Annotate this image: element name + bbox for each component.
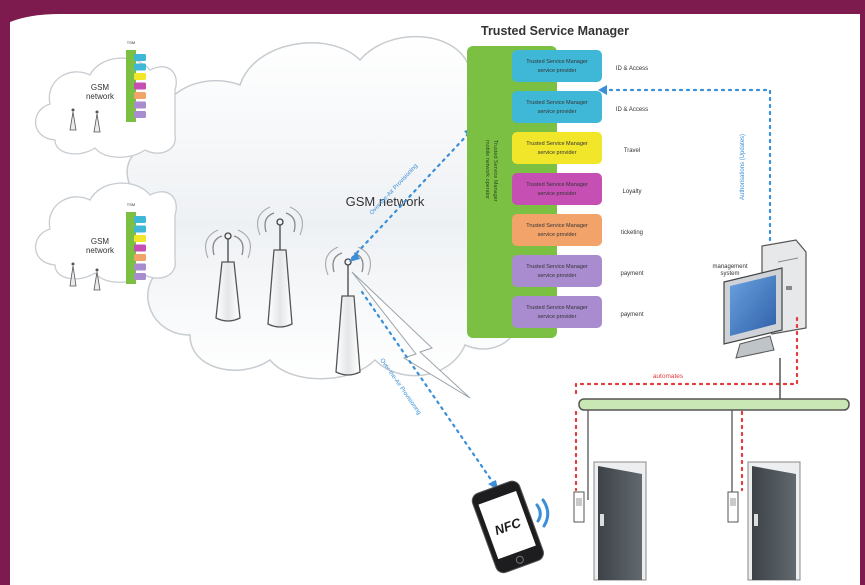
service-label: Travel xyxy=(624,148,640,154)
service-provider-row: Trusted Service Manager service provider t… xyxy=(512,214,643,246)
service-provider-line-2: service provider xyxy=(538,314,577,320)
service-label: ID & Access xyxy=(616,66,648,72)
small-tsm-slot xyxy=(134,92,146,99)
service-label: Loyalty xyxy=(622,189,641,195)
service-provider-line-1: Trusted Service Manager xyxy=(526,264,588,270)
network-bus-bar xyxy=(578,398,850,411)
cell-tower-icon xyxy=(205,229,251,322)
service-provider-line-2: service provider xyxy=(538,232,577,238)
small-tsm-slot xyxy=(134,235,146,242)
service-provider-row: Trusted Service Manager service provider T… xyxy=(512,132,640,164)
small-gsm-mid-label-2: network xyxy=(86,246,115,255)
small-gsm-mid-label-1: GSM xyxy=(91,237,110,246)
service-provider-row: Trusted Service Manager service provider L… xyxy=(512,173,642,205)
service-provider-line-2: service provider xyxy=(538,109,577,115)
mgmt-link: Authorisations (Updates) xyxy=(598,85,772,242)
nfc-waves-icon xyxy=(535,498,550,528)
service-provider-row: Trusted Service Manager service provider p… xyxy=(512,255,644,287)
small-tsm-mid-label: TSM xyxy=(127,202,135,207)
door-icon xyxy=(727,461,801,581)
service-label: payment xyxy=(620,271,643,277)
small-tsm-top-label: TSM xyxy=(127,40,135,45)
gsm-network-label: GSM network xyxy=(346,194,425,209)
small-tsm-slot xyxy=(134,73,146,80)
service-provider-line-1: Trusted Service Manager xyxy=(526,223,588,229)
small-tsm-slots xyxy=(134,216,146,280)
service-provider-box xyxy=(512,50,602,82)
small-gsm-cloud-mid: GSM network TSM xyxy=(34,182,177,291)
small-tsm-slot xyxy=(134,82,146,90)
door-icon xyxy=(573,461,647,581)
gsm-network-cloud: GSM network xyxy=(126,35,520,380)
service-provider-line-1: Trusted Service Manager xyxy=(526,100,588,106)
small-tsm-slot xyxy=(134,273,146,280)
service-provider-box xyxy=(512,255,602,287)
small-gsm-top-label-2: network xyxy=(86,92,115,101)
service-label: ticketing xyxy=(621,230,643,236)
management-system-computer-icon xyxy=(723,239,807,359)
small-tower-icon xyxy=(93,110,101,133)
service-provider-line-1: Trusted Service Manager xyxy=(526,305,588,311)
small-tsm-slot xyxy=(134,111,146,118)
service-provider-line-2: service provider xyxy=(538,150,577,156)
small-tsm-slot xyxy=(134,263,146,271)
service-label: ID & Access xyxy=(616,107,648,113)
small-tsm-slot xyxy=(134,244,146,252)
service-provider-line-2: service provider xyxy=(538,273,577,279)
service-provider-box xyxy=(512,296,602,328)
service-provider-line-1: Trusted Service Manager xyxy=(526,182,588,188)
small-tsm-slot xyxy=(134,216,146,223)
small-tsm-slot xyxy=(134,63,146,71)
tsm-vertical-label: Trusted Service Manager xyxy=(492,140,498,202)
service-provider-line-1: Trusted Service Manager xyxy=(526,59,588,65)
service-provider-row: Trusted Service Manager service provider I… xyxy=(512,91,648,123)
wireless-link-bolt xyxy=(351,271,471,399)
tsm-vertical-label-2: mobile network operator xyxy=(484,140,490,199)
small-tsm-slot xyxy=(134,254,146,261)
small-tower-icon xyxy=(93,268,101,291)
service-provider-row: Trusted Service Manager service provider p… xyxy=(512,296,644,328)
automates-link: automates xyxy=(574,316,799,492)
small-tsm-slots xyxy=(134,54,146,118)
small-tsm-bar xyxy=(126,50,136,122)
service-provider-box xyxy=(512,173,602,205)
management-system-label-1: management xyxy=(712,264,747,270)
service-provider-line-2: service provider xyxy=(538,191,577,197)
service-label: payment xyxy=(620,312,643,318)
management-system-label-2: system xyxy=(720,271,739,277)
small-gsm-top-label-1: GSM xyxy=(91,83,110,92)
nfc-phone-icon: NFC xyxy=(471,480,544,574)
service-provider-box xyxy=(512,91,602,123)
small-gsm-cloud-top: GSM network TSM xyxy=(34,40,177,158)
service-provider-box xyxy=(512,132,602,164)
mgmt-link-label: Authorisations (Updates) xyxy=(740,134,746,200)
cell-tower-icon xyxy=(257,206,303,328)
diagram-title: Trusted Service Manager xyxy=(481,24,629,38)
service-provider-row: Trusted Service Manager service provider I… xyxy=(512,50,648,82)
small-tsm-bar xyxy=(126,212,136,284)
small-tower-icon xyxy=(69,262,77,287)
automates-label: automates xyxy=(653,373,684,380)
service-provider-line-1: Trusted Service Manager xyxy=(526,141,588,147)
small-tsm-slot xyxy=(134,54,146,61)
small-tsm-slot xyxy=(134,225,146,233)
small-tsm-slot xyxy=(134,101,146,109)
small-tower-icon xyxy=(69,108,77,131)
service-provider-box xyxy=(512,214,602,246)
service-provider-line-2: service provider xyxy=(538,68,577,74)
